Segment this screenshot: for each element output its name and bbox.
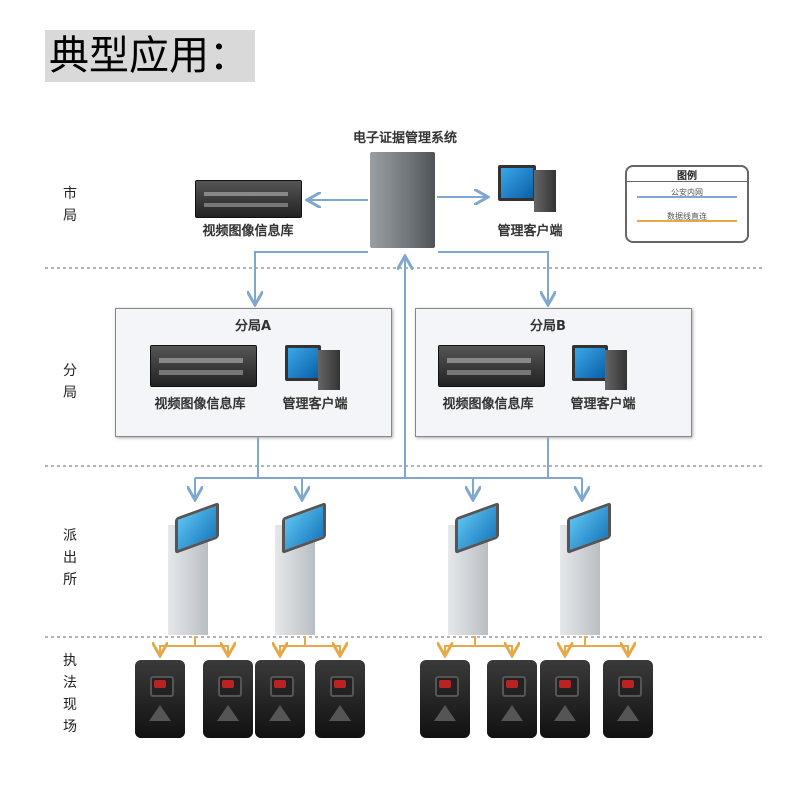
row-label-station: 派出所 xyxy=(63,528,77,588)
row-label-city: 市局 xyxy=(63,186,77,224)
legend-title: 图例 xyxy=(627,167,747,182)
branch-b-client-label: 管理客户端 xyxy=(570,397,636,412)
branch-b-video-db-label: 视频图像信息库 xyxy=(442,397,534,412)
body-camera-icon xyxy=(603,660,653,738)
legend-item-cable: 数据线直连 xyxy=(637,213,737,222)
body-camera-icon xyxy=(540,660,590,738)
tower-server-icon xyxy=(370,152,435,248)
city-client-label: 管理客户端 xyxy=(497,224,563,239)
branch-a-title: 分局A xyxy=(234,319,272,334)
body-camera-icon xyxy=(255,660,305,738)
evidence-system-label: 电子证据管理系统 xyxy=(352,131,458,146)
desktop-pc-icon xyxy=(285,345,321,381)
branch-a-client-label: 管理客户端 xyxy=(282,397,348,412)
rack-server-icon xyxy=(150,345,257,387)
city-video-db-label: 视频图像信息库 xyxy=(202,224,294,239)
rack-server-icon xyxy=(438,345,545,387)
body-camera-icon xyxy=(487,660,537,738)
desktop-pc-icon xyxy=(572,345,608,381)
branch-a-video-db-label: 视频图像信息库 xyxy=(154,397,246,412)
page-title: 典型应用： xyxy=(45,30,255,82)
legend: 图例 公安内网 数据线直连 xyxy=(625,165,749,243)
body-camera-icon xyxy=(420,660,470,738)
body-camera-icon xyxy=(203,660,253,738)
body-camera-icon xyxy=(135,660,185,738)
row-label-branch: 分局 xyxy=(63,363,77,401)
branch-b-title: 分局B xyxy=(530,319,566,334)
desktop-pc-icon xyxy=(498,165,536,201)
body-camera-icon xyxy=(315,660,365,738)
row-label-field: 执法现场 xyxy=(63,653,77,735)
legend-item-network: 公安内网 xyxy=(637,189,737,198)
rack-server-icon xyxy=(195,180,302,218)
